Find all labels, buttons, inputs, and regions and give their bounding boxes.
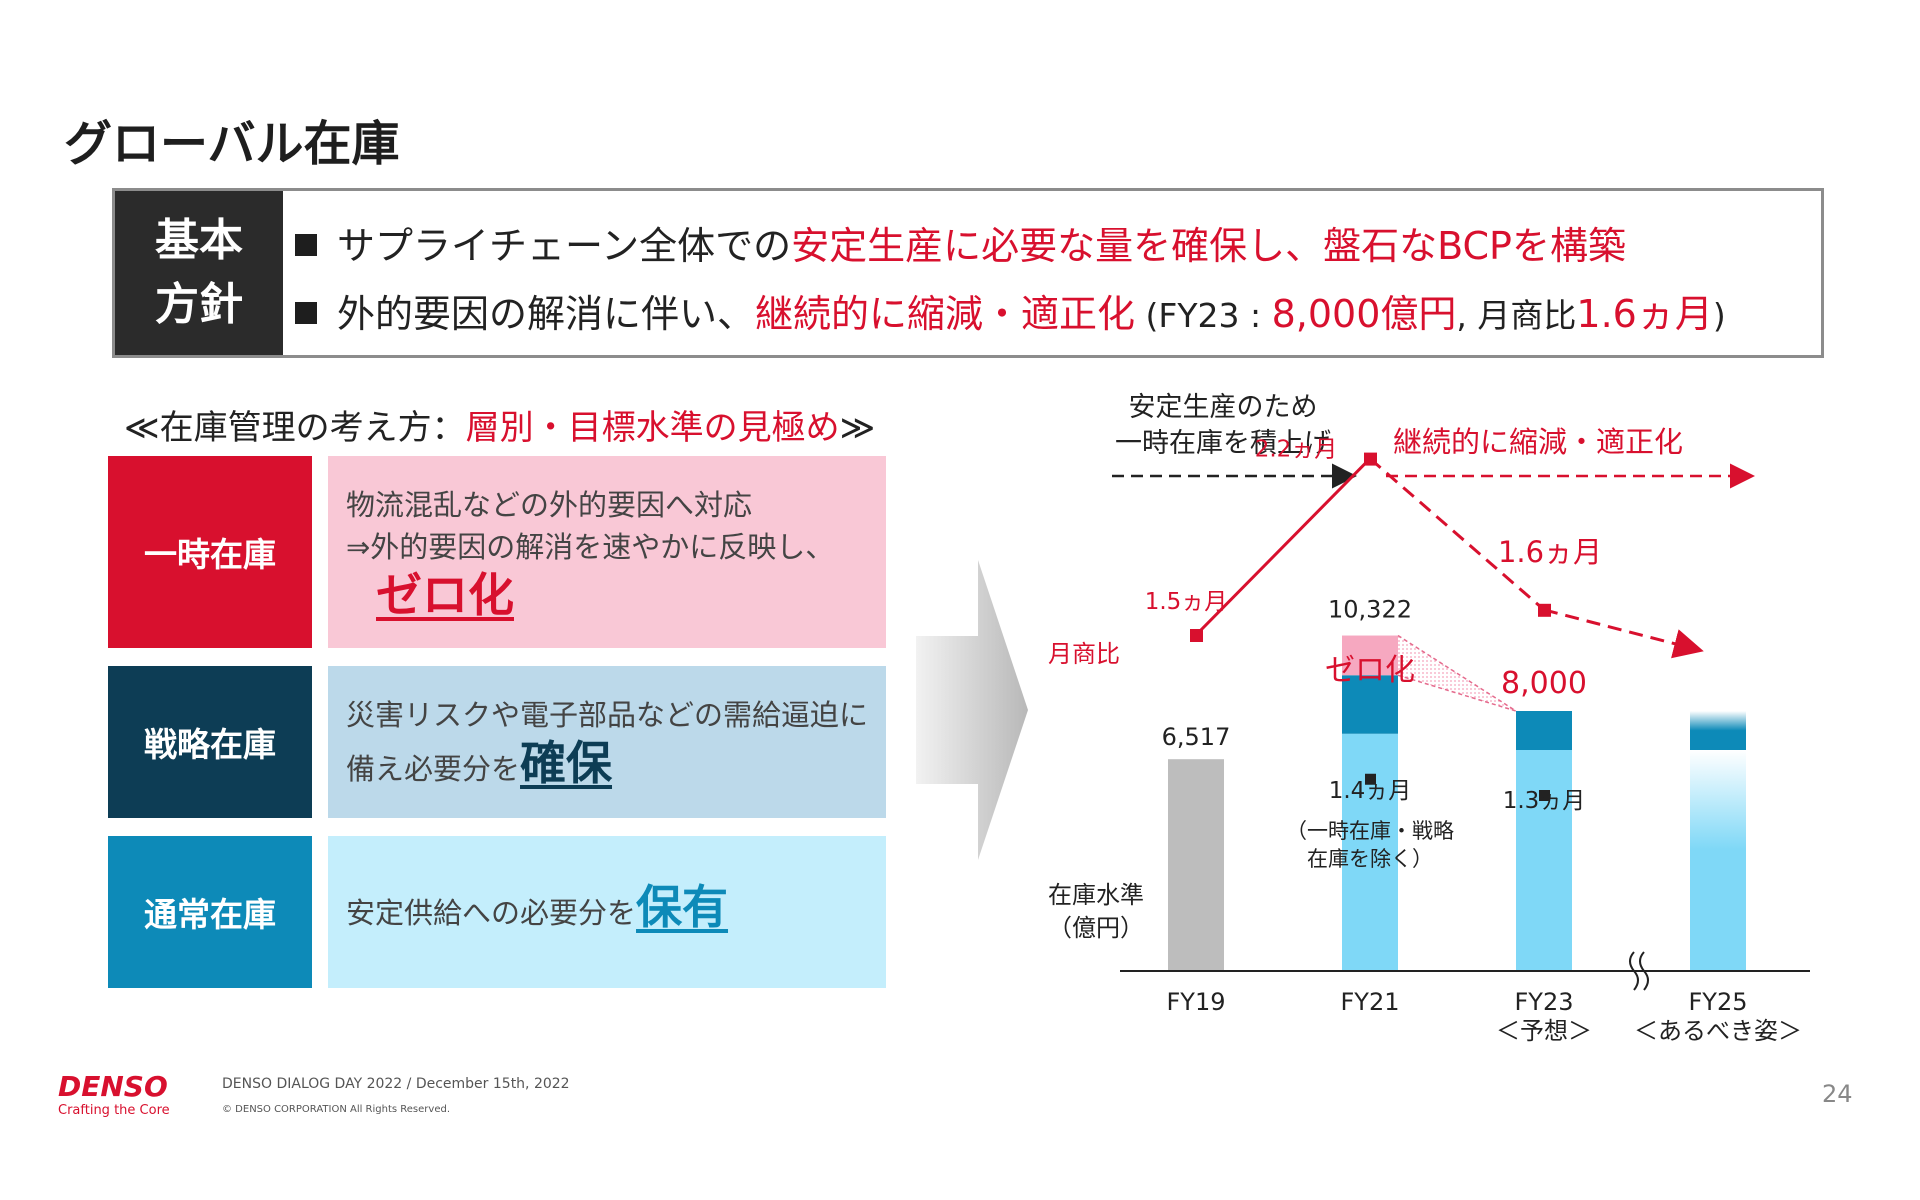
ratio-label-fy19: 1.5ヵ月 — [1145, 589, 1228, 615]
temporary-desc-line2: ⇒外的要因の解消を速やかに反映し、 — [346, 530, 835, 564]
basic-policy-box: 基本 方針 サプライチェーン全体での安定生産に必要な量を確保し、盤石なBCPを構… — [112, 188, 1824, 358]
temporary-emph: ゼロ化 — [376, 568, 514, 622]
policy-label-line1: 基本 — [155, 215, 243, 266]
phase2-label: 継続的に縮減・適正化 — [1393, 425, 1683, 459]
category-temporary-desc: 物流混乱などの外的要因へ対応 ⇒外的要因の解消を速やかに反映し、 ゼロ化 — [328, 456, 886, 648]
monthly-ratio-label: 月商比 — [1048, 640, 1120, 668]
value-label-fy19: 6,517 — [1162, 723, 1231, 751]
denso-tagline: Crafting the Core — [58, 1103, 170, 1118]
strategic-emph: 確保 — [520, 736, 613, 790]
square-bullet-icon — [295, 302, 317, 324]
policy-line1-emph1: 安定生産に必要な量を確保し、 — [791, 224, 1324, 268]
category-normal: 通常在庫 — [108, 836, 312, 988]
fy21-note-line2: 在庫を除く） — [1307, 847, 1433, 871]
policy-line2-amount: 8,000億円 — [1271, 292, 1457, 336]
normal-desc-line1: 安定供給への必要分を — [346, 896, 637, 930]
x-sublabel-fy25: ＜あるべき姿＞ — [1634, 1017, 1802, 1045]
category-normal-desc: 安定供給への必要分を保有 — [328, 836, 886, 988]
footer-event: DENSO DIALOG DAY 2022 / December 15th, 2… — [222, 1076, 570, 1092]
x-sublabel-fy23: ＜予想＞ — [1496, 1017, 1592, 1045]
value-label-fy21: 10,322 — [1328, 596, 1412, 624]
inventory-chart: 安定生産のため 一時在庫を積上げ 継続的に縮減・適正化 月商比 在庫水準 （億円… — [1048, 392, 1810, 1045]
inventory-axis-label-1: 在庫水準 — [1048, 881, 1144, 909]
x-label-fy19: FY19 — [1166, 988, 1225, 1016]
bar-fy23-normal — [1516, 750, 1572, 971]
category-temporary: 一時在庫 — [108, 456, 312, 648]
category-strategic-desc: 災害リスクや電子部品などの需給逼迫に 備え必要分を確保 — [328, 666, 886, 818]
bar-fy21-normal — [1342, 733, 1398, 971]
inventory-approach-heading: ≪在庫管理の考え方：層別・目標水準の見極め≫ — [124, 400, 875, 449]
bar-fy21-strategic — [1342, 675, 1398, 734]
ratio-line-dashed — [1369, 457, 1545, 611]
policy-line2-paren-close: ) — [1712, 296, 1726, 335]
bar-fy19 — [1168, 759, 1224, 971]
page-number: 24 — [1822, 1080, 1853, 1108]
ratio-label-fy21: 2.2ヵ月 — [1255, 437, 1338, 463]
ratio-point-fy21 — [1364, 452, 1377, 466]
footer-copyright: © DENSO CORPORATION All Rights Reserved. — [222, 1104, 450, 1115]
category-strategic: 戦略在庫 — [108, 666, 312, 818]
x-label-fy25: FY25 — [1688, 988, 1747, 1016]
page-title: グローバル在庫 — [64, 116, 400, 172]
strategic-desc-line1: 災害リスクや電子部品などの需給逼迫に — [346, 698, 869, 732]
policy-line-1: サプライチェーン全体での安定生産に必要な量を確保し、盤石なBCPを構築 — [295, 215, 1626, 270]
square-bullet-icon — [295, 234, 317, 256]
bar-fy25-normal — [1690, 750, 1746, 971]
subheading-post: ≫ — [839, 408, 876, 448]
ratio-label-fy23: 1.6ヵ月 — [1498, 535, 1602, 569]
fy21-bar-ratio: 1.4ヵ月 — [1329, 778, 1412, 804]
zero-label: ゼロ化 — [1325, 653, 1415, 688]
policy-line1-pre: サプライチェーン全体での — [337, 224, 792, 268]
subheading-pre: ≪在庫管理の考え方： — [124, 408, 466, 448]
value-label-fy23: 8,000 — [1501, 666, 1587, 701]
bar-fy21-temporary — [1342, 635, 1398, 676]
denso-logo: DENSO — [58, 1070, 168, 1103]
phase1-line1: 安定生産のため — [1129, 392, 1318, 423]
transition-arrow-icon — [916, 560, 1028, 860]
x-label-fy23: FY23 — [1514, 988, 1573, 1016]
policy-label: 基本 方針 — [115, 191, 283, 355]
ratio-point-fy23 — [1538, 603, 1551, 617]
zero-line-top — [1397, 634, 1517, 712]
ratio-point-fy19 — [1190, 629, 1203, 642]
fy21-marker — [1365, 773, 1376, 785]
subheading-emph: 層別・目標水準の見極め — [465, 408, 840, 448]
fy23-bar-ratio: 1.3ヵ月 — [1503, 788, 1586, 814]
strategic-desc-line2: 備え必要分を — [346, 752, 521, 786]
ratio-line-solid — [1194, 457, 1372, 637]
bar-fy25-strategic — [1690, 711, 1746, 750]
policy-line2-ratio: 1.6ヵ月 — [1576, 292, 1713, 336]
normal-emph: 保有 — [636, 880, 729, 934]
inventory-axis-label-2: （億円） — [1048, 914, 1144, 942]
fy21-note-line1: （一時在庫・戦略 — [1286, 819, 1454, 843]
policy-line1-emph2: 盤石なBCPを構築 — [1323, 224, 1626, 268]
fy23-marker — [1539, 790, 1550, 801]
policy-line2-emph: 継続的に縮減・適正化 — [755, 292, 1136, 336]
phase1-line2: 一時在庫を積上げ — [1115, 428, 1331, 459]
axis-break-icon — [1629, 951, 1649, 991]
temporary-desc-line1: 物流混乱などの外的要因へ対応 — [346, 488, 753, 522]
policy-line2-mid: , 月商比 — [1456, 296, 1577, 335]
policy-line2-paren-open: (FY23 : — [1135, 296, 1272, 335]
policy-line2-pre: 外的要因の解消に伴い、 — [337, 292, 756, 336]
bar-fy23-strategic — [1516, 711, 1572, 750]
policy-label-line2: 方針 — [155, 279, 243, 330]
policy-line-2: 外的要因の解消に伴い、継続的に縮減・適正化 (FY23 : 8,000億円, 月… — [295, 283, 1726, 338]
x-label-fy21: FY21 — [1340, 988, 1399, 1016]
ratio-line-projection — [1543, 608, 1704, 659]
